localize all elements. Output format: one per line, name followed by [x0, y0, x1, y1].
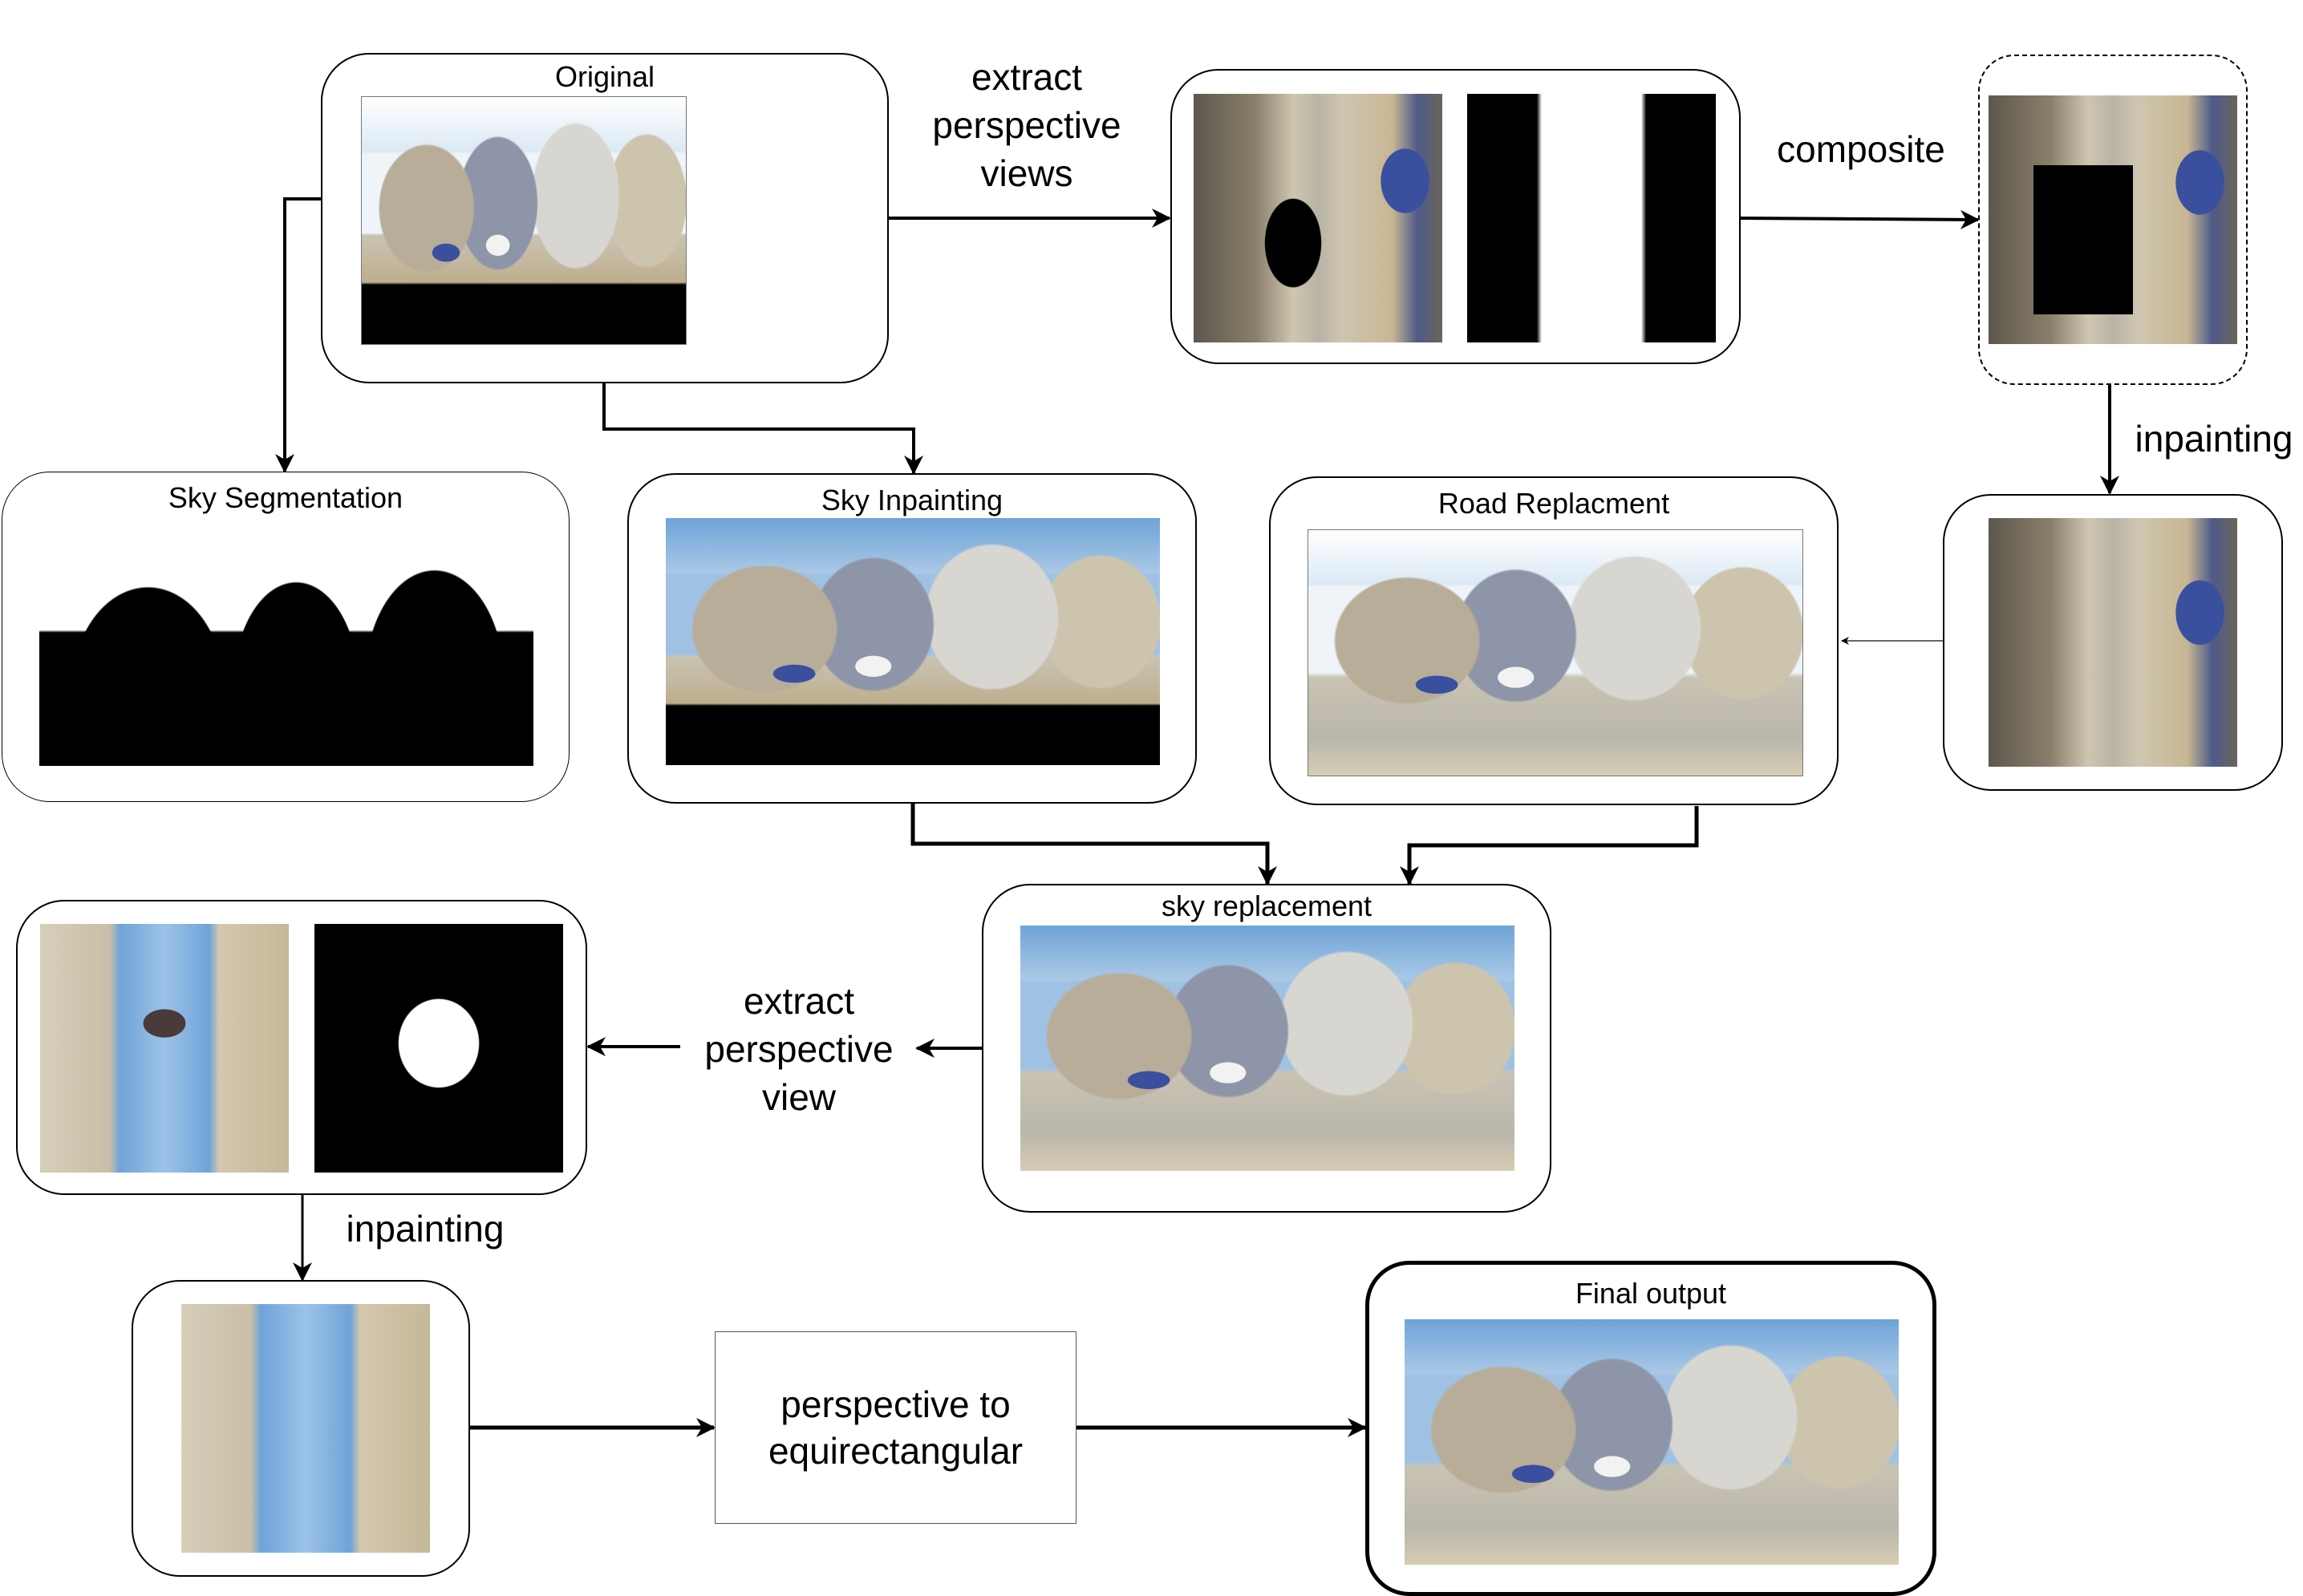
sky-mask-image: [39, 519, 533, 766]
edge-label-inpainting-left: inpainting: [346, 1208, 505, 1250]
node-title: Final output: [1575, 1277, 1727, 1310]
converter-label-line1: perspective to: [781, 1383, 1011, 1425]
final-panorama-image: [1405, 1319, 1899, 1565]
edge-label-composite: composite: [1777, 128, 1945, 170]
edge-label-inpainting-right: inpainting: [2135, 418, 2293, 460]
node-perspective-to-equirectangular: perspective to equirectangular: [715, 1331, 1076, 1524]
artifact-mask-image: [314, 924, 563, 1173]
upward-sky-image: [40, 924, 289, 1173]
node-title: Sky Segmentation: [168, 481, 403, 514]
node-composite: [1978, 55, 2248, 385]
node-road-replacement: Road Replacment: [1269, 476, 1839, 805]
perspective-road-image: [1194, 94, 1442, 342]
node-road-inpainted: [1943, 494, 2283, 791]
node-sky-replacement: sky replacement: [982, 884, 1551, 1213]
node-title: sky replacement: [1161, 889, 1372, 922]
node-title: Road Replacment: [1437, 487, 1670, 520]
sky-inpainted-panorama-image: [666, 518, 1160, 765]
arrow-views-to-composite: [1738, 209, 1980, 229]
node-sky-inpainting: Sky Inpainting: [627, 473, 1197, 804]
node-final-output: Final output: [1365, 1261, 1936, 1596]
edge-label-extract-views-1: extract: [971, 56, 1083, 98]
inpainted-road-image: [1989, 518, 2237, 767]
original-panorama-image: [361, 96, 687, 345]
sky-replaced-panorama-image: [1020, 926, 1514, 1171]
edge-label-extract-view-1: extract: [743, 980, 855, 1022]
edge-label-extract-views-3: views: [980, 152, 1073, 194]
inpainted-sky-image: [181, 1304, 430, 1553]
edge-label-extract-view-3: view: [761, 1076, 837, 1118]
converter-label-line2: equirectangular: [768, 1430, 1024, 1472]
composite-image: [1989, 95, 2237, 344]
node-original: Original: [321, 53, 889, 383]
node-sky-perspective: [16, 900, 587, 1195]
arrow-road-replacement-to-sky-replacement: [1400, 806, 1699, 885]
arrow-original-to-sky-segmentation: [275, 197, 321, 473]
edge-label-extract-view-2: perspective: [704, 1028, 894, 1070]
road-replaced-panorama-image: [1308, 529, 1803, 776]
node-title: Original: [554, 60, 655, 93]
node-sky-segmentation: Sky Segmentation: [2, 472, 570, 802]
arrow-original-to-sky-inpainting: [602, 383, 923, 475]
edge-label-extract-views-2: perspective: [932, 104, 1121, 146]
node-title: Sky Inpainting: [821, 484, 1004, 516]
node-perspective-views: [1170, 69, 1741, 364]
arrow-sky-inpainting-to-sky-replacement: [910, 802, 1277, 885]
road-mask-image: [1467, 94, 1716, 342]
node-sky-inpainted: [132, 1280, 470, 1577]
